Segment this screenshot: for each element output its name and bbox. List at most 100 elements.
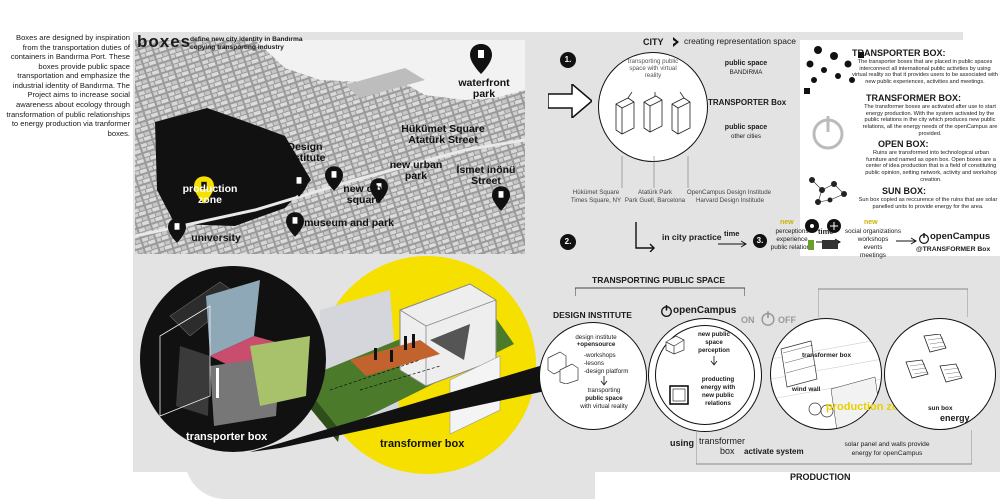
port-pier <box>345 68 425 98</box>
di-line2: +opensource <box>576 341 616 348</box>
city-map <box>135 40 525 254</box>
box-sketch-icon <box>615 92 691 135</box>
using-label: using <box>670 438 694 448</box>
power-icon-small <box>919 233 929 244</box>
design-institute-circle <box>539 322 647 430</box>
perceptions: perceptions <box>775 228 809 235</box>
city-heading: CITY <box>643 37 664 47</box>
label-new-urban-park: new urban park <box>389 159 443 183</box>
label-ismet-inonu: İsmet inönü Street <box>456 164 516 188</box>
energy-label: energy <box>940 413 970 423</box>
oc-new-relations: new public <box>702 392 734 399</box>
power-toggle-icon[interactable] <box>760 310 776 326</box>
map-pin-icon-museum[interactable] <box>286 212 304 237</box>
oc-down-arrow-icon <box>710 356 718 366</box>
label-museum-and-park: museum and park <box>304 217 394 229</box>
new-label-2: new <box>864 219 878 226</box>
transporter-box-caption: transporter box <box>186 431 268 443</box>
transformer-box-body: The transformer boxes are activated afte… <box>862 104 998 137</box>
wind-wall-label: wind wall <box>792 386 821 393</box>
sun-box-title: SUN BOX: <box>882 186 927 196</box>
transporter-box-render <box>159 280 310 426</box>
example-1-line2: Times Square, NY <box>570 197 622 204</box>
open-box-body: Ruins are transformed into technological… <box>865 150 997 183</box>
solar-text-line1: solar panel and walls provide <box>844 441 930 448</box>
city-heading-sub: creating representation space <box>684 36 796 46</box>
di-virtual: with virtual reality <box>580 403 628 410</box>
map-pin-icon-waterfront[interactable] <box>470 44 492 74</box>
di-platform: -design platform <box>584 368 629 375</box>
on-off-bracket <box>818 288 968 317</box>
solar-panel-icons <box>905 334 963 383</box>
transporter-box-label: TRANSPORTER Box <box>708 98 787 107</box>
di-lessons: -lesons <box>584 360 604 367</box>
chevron-right-icon <box>673 37 679 47</box>
map-pin-icon-new-urban-park[interactable] <box>370 178 388 203</box>
map-pin-icon-ismet[interactable] <box>492 186 510 211</box>
map-title: boxes <box>137 32 192 51</box>
di-public-space: public space <box>585 395 623 402</box>
example-1-line1: Hükümet Square <box>572 189 620 196</box>
production-zone-inner-label: production zone <box>826 401 912 413</box>
new-label-1: new <box>780 219 794 226</box>
label-waterfront-park: waterfront park <box>458 77 510 101</box>
map-pin-icon-university[interactable] <box>168 218 186 243</box>
transporter-box-body: The transporter boxes that are placed in… <box>852 59 998 86</box>
opencampus-heading: openCampus <box>673 305 737 316</box>
sun-box-circle <box>884 318 996 430</box>
label-new-city-square: new city square <box>343 183 385 207</box>
public-space-place: BANDIRMA <box>729 69 763 76</box>
di-line1: design institute <box>575 334 617 341</box>
public-relations: public relations <box>770 244 814 251</box>
di-transporting: transporting <box>587 387 621 394</box>
label-production-zone: production zone <box>182 183 238 207</box>
oc-perception: perception <box>698 347 730 354</box>
transformer-box-render <box>300 283 514 442</box>
opencampus-inner-circle <box>655 325 755 425</box>
production-zone-circle <box>770 318 882 430</box>
transporter-box-title: TRANSPORTER BOX: <box>852 48 946 58</box>
map-pin-icon-design-institute[interactable] <box>290 172 308 197</box>
oc-producing: producting <box>701 376 735 383</box>
transformer-box-title: TRANSFORMER BOX: <box>866 93 961 103</box>
open-box-title: OPEN BOX: <box>878 139 929 149</box>
oc-box-sketch-icon <box>665 335 685 355</box>
public-space-title-2: public space <box>724 124 768 131</box>
transformer-label: transformer <box>699 436 746 446</box>
social-organizations: social organizations <box>844 228 902 235</box>
transformer-box-at: @TRANSFORMER Box <box>916 246 991 253</box>
elbow-arrow-icon <box>635 222 655 252</box>
connector-lines <box>621 156 689 188</box>
in-city-practice: in city practice <box>662 232 722 242</box>
arrow-right-icon-large <box>548 84 592 118</box>
map-subtitle-1: define new city identity in Bandırma <box>190 36 303 43</box>
production-heading: PRODUCTION <box>790 472 851 482</box>
production-zone-sketch <box>771 339 881 429</box>
black-wedge-shape <box>250 360 560 452</box>
off-label: OFF <box>778 315 796 325</box>
public-space-other: other cities <box>731 133 761 140</box>
box-label: box <box>720 446 735 456</box>
step-number-3: 3. <box>753 234 767 248</box>
activate-system-label: activate system <box>744 447 804 456</box>
production-zone-area <box>155 108 311 226</box>
example-2-line2: Park Guell, Barcelona <box>624 197 686 204</box>
circle-caption: transporting public space with virtual r… <box>627 58 679 80</box>
oc-relations: relations <box>705 400 731 407</box>
design-institute-heading: DESIGN INSTITUTE <box>553 310 632 320</box>
coastline-upper <box>135 40 285 100</box>
transporting-heading: TRANSPORTING PUBLIC SPACE <box>592 275 726 285</box>
map-pin-icon-production-zone[interactable] <box>194 176 214 204</box>
di-workshops: -workshops <box>584 352 616 359</box>
intro-text: Boxes are designed by inspiration from t… <box>6 33 130 138</box>
example-3-line1: OpenCampus Design Institude <box>686 189 772 196</box>
opencampus-label: openCampus <box>930 231 991 242</box>
example-3-line2: Harvard Design Institude <box>695 197 765 204</box>
timeline-arrow-icon-3 <box>896 237 917 245</box>
map-pin-icon-new-city-square[interactable] <box>325 166 343 191</box>
experience: experience <box>776 236 808 243</box>
sun-box-label: sun box <box>928 405 953 412</box>
oc-energy: energy with <box>700 384 736 391</box>
step-number-1: 1. <box>560 52 576 68</box>
map-subtitle-2: copying transporting industry <box>190 44 284 51</box>
